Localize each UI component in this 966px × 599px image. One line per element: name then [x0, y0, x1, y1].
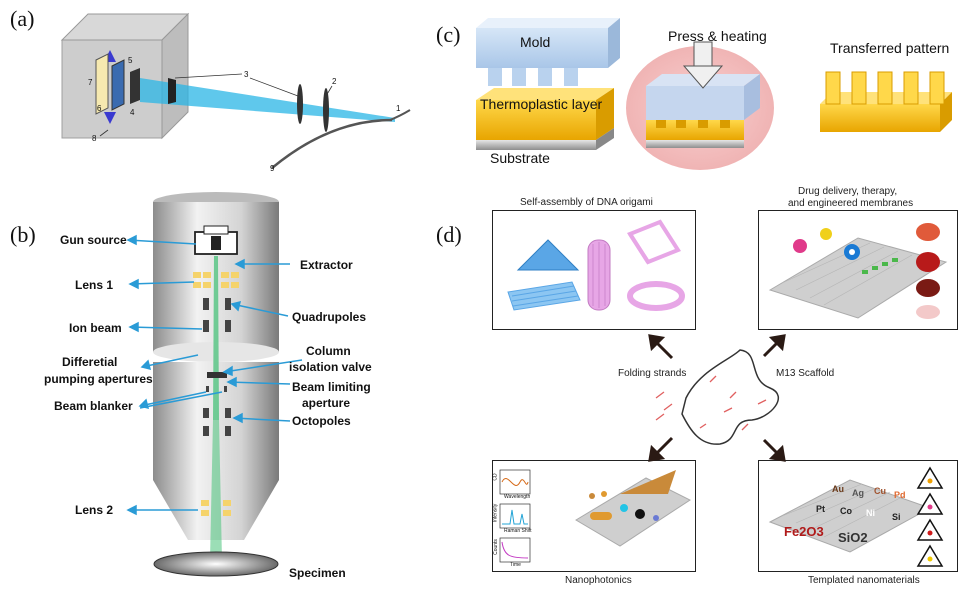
label-7: 7	[88, 78, 93, 87]
label-transferred-pattern: Transferred pattern	[830, 40, 950, 56]
mat-au: Au	[832, 484, 844, 494]
label-drug-delivery-1: Drug delivery, therapy,	[798, 186, 898, 197]
label-6: 6	[97, 104, 102, 113]
label-self-assembly: Self-assembly of DNA origami	[520, 197, 653, 208]
label-quadrupoles: Quadrupoles	[292, 310, 367, 324]
plot2-ylabel: Intensity	[492, 503, 499, 523]
mat-pt: Pt	[816, 504, 825, 514]
panel-label-b: (b)	[10, 222, 36, 247]
label-ion-beam: Ion beam	[69, 321, 122, 335]
plot3-ylabel: Counts	[492, 539, 499, 555]
mat-si: Si	[892, 512, 901, 522]
label-octopoles: Octopoles	[292, 414, 351, 428]
plot1-ylabel: CD	[492, 473, 499, 481]
label-lens2: Lens 2	[75, 503, 114, 517]
label-gun-source: Gun source	[60, 233, 127, 247]
label-3: 3	[244, 70, 249, 79]
label-folding-strands: Folding strands	[618, 368, 687, 379]
label-4: 4	[130, 108, 135, 117]
label-differential-1: Differetial	[62, 355, 118, 369]
label-templated: Templated nanomaterials	[808, 575, 920, 586]
label-8: 8	[92, 134, 97, 143]
label-beam-limiting-1: Beam limiting	[292, 380, 371, 394]
mat-pd: Pd	[894, 490, 906, 500]
label-beam-limiting-2: aperture	[302, 396, 351, 410]
label-m13-scaffold: M13 Scaffold	[776, 368, 835, 379]
label-beam-blanker: Beam blanker	[54, 399, 133, 413]
label-press-heating: Press & heating	[668, 28, 767, 44]
plot2-xlabel: Raman Shift	[504, 528, 532, 534]
mat-co: Co	[840, 506, 852, 516]
label-2: 2	[332, 77, 337, 86]
mat-ag: Ag	[852, 488, 864, 498]
label-column-1: Column	[306, 344, 351, 358]
label-nanophotonics: Nanophotonics	[565, 575, 632, 586]
label-specimen: Specimen	[289, 566, 346, 580]
mat-ni: Ni	[866, 508, 875, 518]
mat-sio2: SiO2	[838, 530, 868, 545]
label-differential-2: pumping apertures	[44, 372, 153, 386]
label-column-2: isolation valve	[289, 360, 372, 374]
label-extractor: Extractor	[300, 258, 353, 272]
label-drug-delivery-2: and engineered membranes	[788, 198, 914, 209]
label-thermoplastic: Thermoplastic layer	[480, 96, 603, 112]
label-mold: Mold	[520, 34, 551, 50]
panel-label-c: (c)	[436, 22, 461, 47]
label-5: 5	[128, 56, 133, 65]
label-9: 9	[270, 164, 275, 173]
panel-label-a: (a)	[10, 6, 35, 31]
label-substrate: Substrate	[490, 150, 550, 166]
mat-cu: Cu	[874, 486, 886, 496]
plot3-xlabel: Time	[510, 562, 521, 568]
label-lens1: Lens 1	[75, 278, 114, 292]
plot1-xlabel: Wavelength	[504, 494, 531, 500]
panel-label-d: (d)	[436, 222, 462, 247]
mat-fe2o3: Fe2O3	[784, 524, 824, 539]
label-1: 1	[396, 104, 401, 113]
